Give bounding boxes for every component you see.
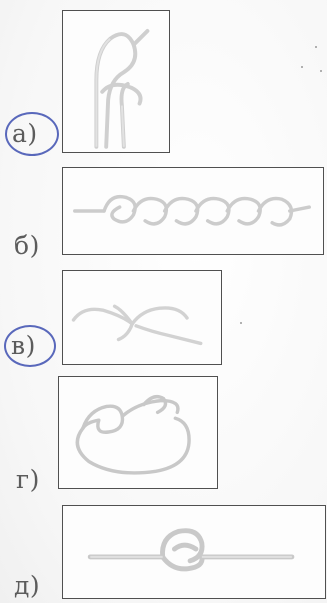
knot-image-b[interactable]: [62, 167, 324, 255]
knot-image-a[interactable]: [62, 10, 170, 153]
chain-sinnet-knot-icon: [63, 168, 323, 254]
knot-image-d[interactable]: [58, 376, 218, 489]
option-label-c: в): [11, 333, 36, 358]
option-label-a: а): [12, 121, 38, 146]
square-reef-knot-icon: [63, 506, 325, 598]
overhand-loop-knot-icon: [63, 11, 169, 152]
speck: [301, 66, 303, 68]
speck: [320, 70, 322, 72]
figure-eight-loop-knot-icon: [59, 377, 217, 488]
option-label-b: б): [14, 233, 40, 258]
speck: [315, 46, 317, 48]
speck: [240, 322, 242, 324]
knot-image-e[interactable]: [62, 505, 326, 599]
knot-image-c[interactable]: [62, 270, 222, 365]
bow-knot-icon: [63, 271, 221, 364]
option-label-d: г): [16, 467, 40, 492]
option-label-e: д): [14, 573, 40, 598]
